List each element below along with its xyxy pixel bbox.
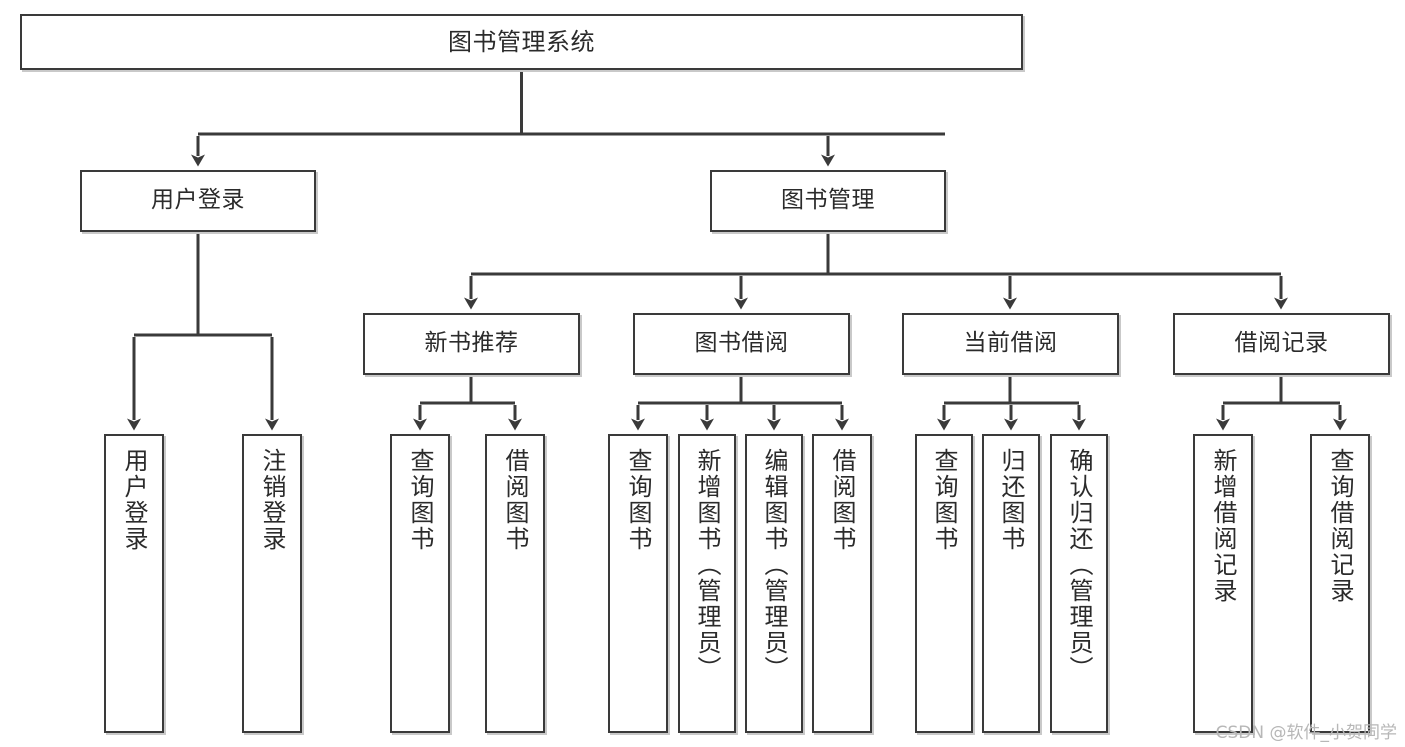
node-leaf-confirm-return[interactable]: 确认归还（管理员） — [1050, 434, 1108, 733]
node-book-borrow[interactable]: 图书借阅 — [633, 313, 850, 375]
node-book-borrow-label: 图书借阅 — [694, 330, 789, 357]
node-book-manage[interactable]: 图书管理 — [710, 170, 946, 232]
node-leaf-borrow-book-recommend[interactable]: 借阅图书 — [485, 434, 545, 733]
node-new-book-recommend-label: 新书推荐 — [424, 330, 519, 357]
node-leaf-user-login-label: 用户登录 — [120, 448, 148, 552]
node-book-manage-label: 图书管理 — [781, 187, 875, 214]
node-leaf-query-book-recommend-label: 查询图书 — [406, 448, 434, 552]
node-leaf-edit-book[interactable]: 编辑图书（管理员） — [745, 434, 803, 733]
node-root-label: 图书管理系统 — [448, 27, 595, 56]
node-user-login-label: 用户登录 — [151, 187, 245, 214]
node-leaf-query-book-current-label: 查询图书 — [930, 448, 958, 552]
node-leaf-query-borrow-record-label: 查询借阅记录 — [1326, 448, 1354, 604]
node-leaf-add-book-label: 新增图书（管理员） — [693, 448, 721, 682]
node-leaf-add-borrow-record[interactable]: 新增借阅记录 — [1193, 434, 1253, 733]
node-borrow-record[interactable]: 借阅记录 — [1173, 313, 1390, 375]
node-leaf-query-book-recommend[interactable]: 查询图书 — [390, 434, 450, 733]
node-current-borrow-label: 当前借阅 — [963, 330, 1058, 357]
node-current-borrow[interactable]: 当前借阅 — [902, 313, 1119, 375]
node-leaf-user-logout[interactable]: 注销登录 — [242, 434, 302, 733]
node-leaf-query-book-current[interactable]: 查询图书 — [915, 434, 973, 733]
node-user-login[interactable]: 用户登录 — [80, 170, 316, 232]
node-root[interactable]: 图书管理系统 — [20, 14, 1023, 70]
node-borrow-record-label: 借阅记录 — [1234, 330, 1329, 357]
node-leaf-add-book[interactable]: 新增图书（管理员） — [678, 434, 736, 733]
node-leaf-query-book-borrow-label: 查询图书 — [624, 448, 652, 552]
node-leaf-borrow-book-label: 借阅图书 — [828, 448, 856, 552]
node-leaf-return-book[interactable]: 归还图书 — [982, 434, 1040, 733]
node-leaf-borrow-book[interactable]: 借阅图书 — [812, 434, 872, 733]
node-leaf-query-borrow-record[interactable]: 查询借阅记录 — [1310, 434, 1370, 733]
node-leaf-user-logout-label: 注销登录 — [258, 448, 286, 552]
node-leaf-edit-book-label: 编辑图书（管理员） — [760, 448, 788, 682]
node-leaf-confirm-return-label: 确认归还（管理员） — [1065, 448, 1093, 682]
node-leaf-user-login[interactable]: 用户登录 — [104, 434, 164, 733]
node-leaf-query-book-borrow[interactable]: 查询图书 — [608, 434, 668, 733]
csdn-watermark: CSDN @软件_小贺同学 — [1215, 723, 1397, 743]
node-leaf-borrow-book-recommend-label: 借阅图书 — [501, 448, 529, 552]
node-new-book-recommend[interactable]: 新书推荐 — [363, 313, 580, 375]
node-leaf-return-book-label: 归还图书 — [997, 448, 1025, 552]
node-leaf-add-borrow-record-label: 新增借阅记录 — [1209, 448, 1237, 604]
